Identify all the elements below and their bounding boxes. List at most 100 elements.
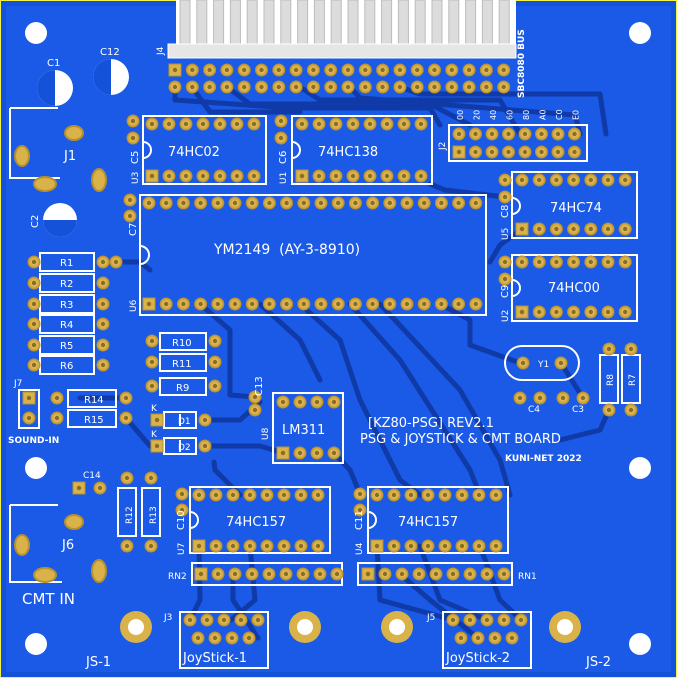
pad bbox=[260, 488, 274, 502]
pad bbox=[203, 63, 217, 77]
pad bbox=[294, 539, 308, 553]
pad bbox=[469, 297, 483, 311]
pad bbox=[445, 63, 459, 77]
pad bbox=[274, 114, 288, 128]
pad bbox=[209, 488, 223, 502]
edge-finger bbox=[229, 0, 241, 45]
pad bbox=[376, 63, 390, 77]
bus-edge-connector bbox=[167, 0, 517, 59]
pad bbox=[198, 413, 212, 427]
r8-label: R8 bbox=[606, 374, 616, 386]
pad bbox=[341, 63, 355, 77]
pad bbox=[515, 173, 529, 187]
pad bbox=[567, 305, 581, 319]
u3-label: U3 bbox=[131, 172, 141, 184]
r13-label: R13 bbox=[149, 506, 159, 524]
pad bbox=[314, 196, 328, 210]
pad bbox=[276, 395, 290, 409]
pad-layer bbox=[22, 63, 638, 645]
pad bbox=[96, 358, 110, 372]
u5-chip-name: 74HC74 bbox=[550, 201, 602, 216]
pad bbox=[293, 395, 307, 409]
pad bbox=[176, 196, 190, 210]
pad bbox=[498, 272, 512, 286]
pad bbox=[485, 127, 499, 141]
pad bbox=[584, 305, 598, 319]
pad bbox=[549, 173, 563, 187]
j2-column-label: E0 bbox=[572, 110, 581, 120]
c12-label: C12 bbox=[100, 47, 120, 58]
pad bbox=[387, 539, 401, 553]
pad bbox=[489, 539, 503, 553]
pad bbox=[198, 439, 212, 453]
pad bbox=[311, 488, 325, 502]
j2-column-label: 60 bbox=[506, 110, 515, 120]
pad bbox=[417, 196, 431, 210]
pad bbox=[96, 276, 110, 290]
pad bbox=[410, 80, 424, 94]
pad bbox=[251, 613, 265, 627]
copper-trace bbox=[397, 84, 609, 137]
pad bbox=[123, 193, 137, 207]
c6-label: C6 bbox=[278, 151, 289, 164]
pad bbox=[532, 222, 546, 236]
pad bbox=[516, 356, 530, 370]
r2-label: R2 bbox=[60, 279, 73, 290]
u8-chip-name: LM311 bbox=[282, 423, 325, 438]
j5-label: J5 bbox=[426, 613, 435, 623]
k2-label: K bbox=[151, 430, 158, 440]
pad bbox=[194, 567, 208, 581]
pad bbox=[489, 488, 503, 502]
pad bbox=[279, 567, 293, 581]
pad bbox=[245, 196, 259, 210]
pad bbox=[363, 117, 377, 131]
pad bbox=[601, 255, 615, 269]
pad bbox=[306, 63, 320, 77]
r15-label: R15 bbox=[84, 415, 104, 426]
r6-label: R6 bbox=[60, 361, 73, 372]
pad bbox=[412, 567, 426, 581]
pad bbox=[96, 317, 110, 331]
r14-label: R14 bbox=[84, 395, 104, 406]
board-maker: KUNI-NET 2022 bbox=[505, 454, 582, 464]
j7-label: J7 bbox=[13, 379, 22, 389]
c4-label: C4 bbox=[528, 405, 540, 415]
r7-label: R7 bbox=[628, 374, 638, 386]
r10-label: R10 bbox=[172, 338, 192, 349]
j2-column-label: 40 bbox=[489, 110, 498, 120]
u1-label: U1 bbox=[279, 172, 289, 184]
pad bbox=[295, 169, 309, 183]
pad bbox=[584, 173, 598, 187]
c7-label: C7 bbox=[128, 223, 139, 236]
pad bbox=[417, 297, 431, 311]
pad bbox=[556, 391, 570, 405]
copper-trace bbox=[224, 84, 473, 128]
pad bbox=[194, 196, 208, 210]
pad bbox=[50, 411, 64, 425]
pad bbox=[248, 403, 262, 417]
copper-trace bbox=[347, 301, 483, 498]
copper-trace bbox=[197, 301, 258, 400]
pad bbox=[217, 613, 231, 627]
pad bbox=[331, 297, 345, 311]
pad bbox=[535, 145, 548, 159]
pad bbox=[383, 297, 397, 311]
pad bbox=[554, 356, 568, 370]
pad bbox=[601, 173, 615, 187]
c13-label: C13 bbox=[254, 376, 265, 396]
pad bbox=[228, 567, 242, 581]
pad bbox=[370, 488, 384, 502]
pad bbox=[27, 297, 41, 311]
rn1-label: RN1 bbox=[518, 572, 537, 582]
pad bbox=[179, 117, 193, 131]
edge-finger bbox=[431, 0, 443, 45]
pad bbox=[289, 80, 303, 94]
copper-trace bbox=[557, 407, 612, 443]
pad bbox=[237, 80, 251, 94]
pad bbox=[400, 196, 414, 210]
mount-hole bbox=[25, 22, 47, 44]
pad bbox=[414, 169, 428, 183]
pad bbox=[272, 63, 286, 77]
pad bbox=[428, 80, 441, 94]
edge-finger bbox=[246, 0, 258, 45]
